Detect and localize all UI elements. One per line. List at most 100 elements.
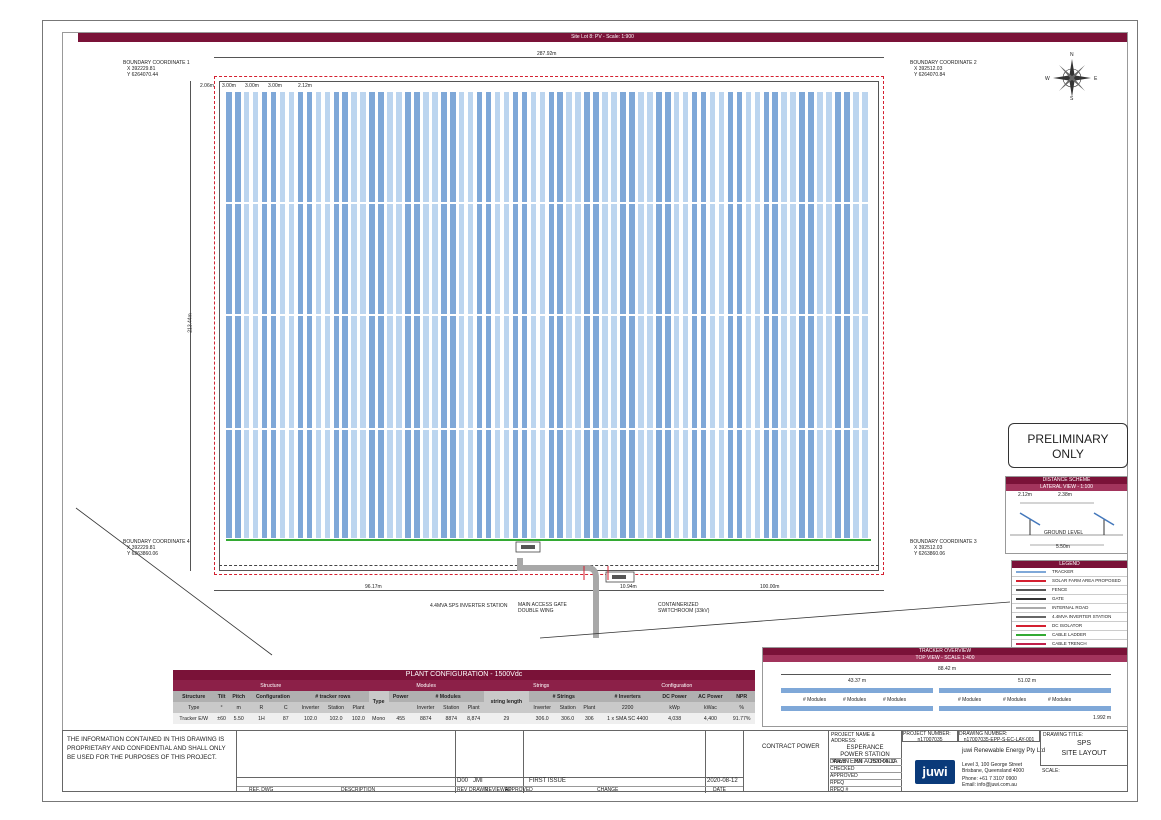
boundary-coordinate-3: BOUNDARY COORDINATE 3 X 392512.03 Y 6263… (910, 539, 977, 557)
disclaimer-text: THE INFORMATION CONTAINED IN THIS DRAWIN… (67, 736, 226, 761)
group-modules: Modules (368, 680, 484, 691)
drawing-number-block: DRAWING NUMBER: n17007035-EPP-S-EC-LAY-0… (958, 730, 1040, 743)
legend-swatch (1016, 625, 1046, 627)
col-structure: Structure (182, 693, 206, 700)
col-power: Power (392, 693, 409, 700)
company-address: Level 3, 100 George Street Brisbane, Que… (962, 762, 1024, 774)
col-tracker-rows: # tracker rows (315, 693, 351, 700)
legend-swatch (1016, 589, 1046, 591)
plant-configuration-title: PLANT CONFIGURATION - 1500Vdc (173, 670, 755, 680)
sign-label: APPROVED (830, 772, 902, 779)
cell: Mono (372, 715, 386, 722)
bottom-dimension-label: 10.94m (620, 584, 637, 590)
tracker-modules-label: # Modules (883, 697, 907, 703)
legend-swatch (1016, 571, 1046, 573)
tracker-overview-title: TRACKER OVERVIEW (763, 648, 1127, 655)
legend-item: 4.4MVA INVERTER STATION (1012, 613, 1127, 622)
project-number-block: PROJECT NUMBER: n17007035 (902, 730, 958, 743)
sub-m: m (236, 704, 241, 711)
inverter-station-fill (521, 545, 535, 549)
cell: 306 (584, 715, 594, 722)
juwi-logo: juwi (915, 760, 955, 784)
tracker-rows (226, 92, 871, 538)
group-structure: Structure (173, 680, 369, 691)
switchroom-label: CONTAINERIZED SWITCHROOM (33kV) (658, 602, 709, 614)
tracker-modules-label: # Modules (1048, 697, 1072, 703)
revision-col (455, 731, 456, 793)
revision-description: FIRST ISSUE (529, 778, 566, 784)
legend-swatch (1016, 634, 1046, 636)
drawing-title-block: DRAWING TITLE: SPS SITE LAYOUT (1040, 730, 1128, 766)
drawing-number: n17007035-EPP-S-EC-LAY-001 (963, 737, 1035, 743)
boundary-coordinate-y: Y 6263860.06 (127, 551, 159, 557)
tracker-bottom-dim: 1.992 m (1093, 715, 1112, 721)
revision-block: D00 JMI FIRST ISSUE 2020-08-12 REF. DWG … (236, 730, 744, 793)
tracker-strip (781, 688, 933, 693)
cell: 455 (396, 715, 405, 722)
distance-scheme-subtitle: LATERAL VIEW - 1:100 (1006, 484, 1127, 491)
address-line: Brisbane, Queensland 4000 (962, 768, 1024, 774)
col-pitch: Pitch (232, 693, 246, 700)
col-npr: NPR (736, 693, 748, 700)
cell: 4,038 (668, 715, 682, 722)
sheet-title-bar: Site Lot 8: PV - Scale: 1:900 (78, 33, 1127, 42)
rev-col-label: REF. DWG (249, 787, 274, 793)
bottom-dimension-label: 100.00m (760, 584, 780, 590)
road-edge (540, 601, 1011, 639)
tracker-right-length: 51.02 m (1018, 678, 1037, 684)
sign-name: JMI (854, 759, 863, 765)
legend-item: CABLE LADDER (1012, 631, 1127, 640)
row-gap-label: 3.00m (245, 83, 259, 89)
project-block: PROJECT NAME & ADDRESS: ESPERANCE POWER … (828, 730, 902, 792)
cell: 8874 (445, 715, 458, 722)
legend-label: FENCE (1052, 587, 1068, 592)
legend-item: SOLAR FARM AREA PROPOSED (1012, 577, 1127, 586)
tracker-overview-panel: TRACKER OVERVIEW TOP VIEW - SCALE 1:400 … (762, 647, 1128, 727)
col-modules: # Modules (435, 693, 461, 700)
main-gate-label-line: DOUBLE WING (518, 608, 554, 614)
drawing-sheet (42, 20, 1138, 802)
legend-swatch (1016, 598, 1046, 600)
cell: 102.0 (329, 715, 343, 722)
preliminary-stamp: PRELIMINARY ONLY (1008, 423, 1128, 468)
sub-plant: Plant (352, 704, 365, 711)
cell: 5.50 (233, 715, 244, 722)
tracker-modules-label: # Modules (843, 697, 867, 703)
boundary-coordinate-label: BOUNDARY COORDINATE 3 (910, 539, 977, 545)
boundary-coordinate-x: X 392229.81 (127, 66, 156, 72)
rev-col-label: DATE (713, 787, 726, 793)
tracker-row-break (226, 314, 871, 316)
sign-off-table: DRAWN JMI 2020-08-12 CHECKED APPROVED RP… (830, 758, 902, 793)
tracker-total-length: 88.42 m (938, 666, 957, 672)
legend-title: LEGEND (1012, 561, 1127, 568)
cell: 29 (503, 715, 510, 722)
cell: 306.0 (561, 715, 575, 722)
preliminary-line: PRELIMINARY (1027, 432, 1109, 446)
boundary-coordinate-label: BOUNDARY COORDINATE 1 (123, 60, 190, 66)
boundary-coordinate-x: X 392512.03 (914, 66, 943, 72)
distance-scheme-title: DISTANCE SCHEME (1006, 477, 1127, 484)
site-access-drawing (515, 541, 635, 638)
tracker-total-dim (781, 674, 1111, 675)
boundary-coordinate-2: BOUNDARY COORDINATE 2 X 392512.03 Y 6264… (910, 60, 977, 78)
legend-swatch (1016, 643, 1046, 645)
legend-swatch (1016, 580, 1046, 582)
sign-label: RPEQ # (830, 786, 902, 793)
company-name: juwi Renewable Energy Pty Ltd (962, 748, 1046, 754)
external-road-right (540, 601, 1011, 639)
col-type: Type (368, 691, 389, 713)
drawing-number-label: DRAWING NUMBER: (959, 731, 1008, 737)
sub-inverter: Inverter (416, 704, 435, 711)
sub-deg: ° (220, 704, 223, 711)
sub-plant: Plant (583, 704, 596, 711)
boundary-coordinate-y: Y 6264070.44 (127, 72, 159, 78)
legend-label: INTERNAL ROAD (1052, 605, 1089, 610)
access-road (517, 558, 599, 638)
sign-label: DRAWN (830, 759, 849, 765)
rev-col-label: DESCRIPTION (341, 787, 376, 793)
legend-label: SOLAR FARM AREA PROPOSED (1052, 578, 1121, 583)
distance-dim-label: 2.12m (1018, 492, 1032, 498)
boundary-coordinate-label: BOUNDARY COORDINATE 2 (910, 60, 977, 66)
cell: 8874 (419, 715, 432, 722)
project-label: PROJECT NAME & ADDRESS: (831, 732, 875, 744)
